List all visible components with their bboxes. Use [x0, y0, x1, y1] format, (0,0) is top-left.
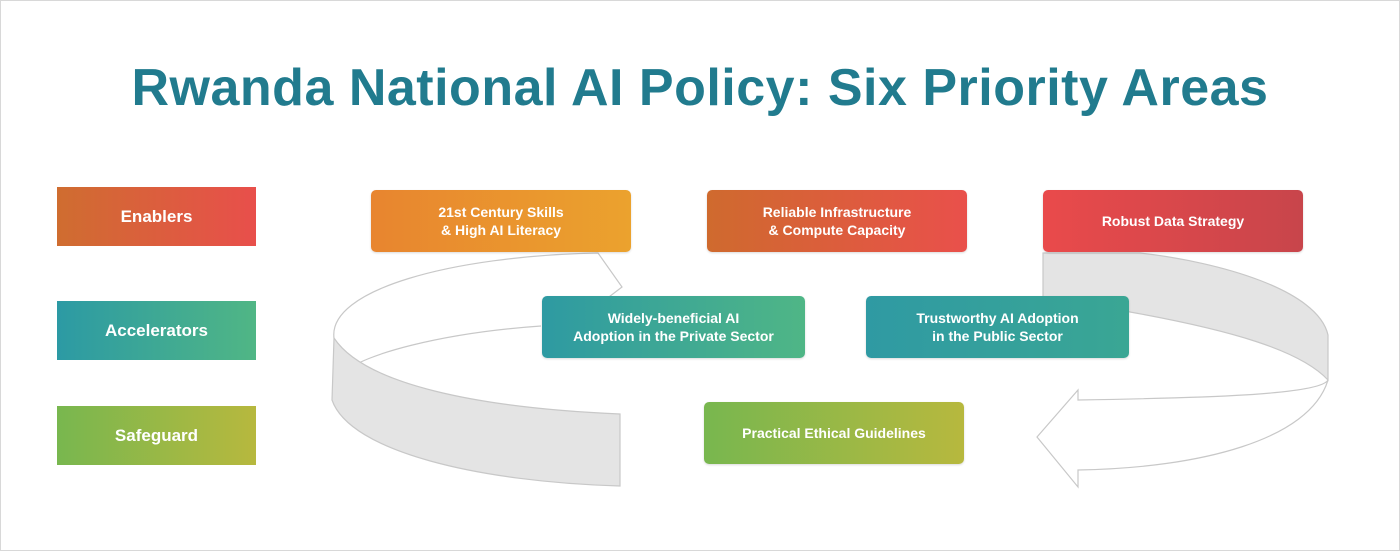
area-text: Reliable Infrastructure	[762, 204, 912, 220]
right-cycle-arrow	[1036, 252, 1329, 489]
legend-label: Enablers	[120, 206, 193, 226]
legend-accelerators: Accelerators	[57, 301, 256, 360]
area-text: in the Public Sector	[932, 328, 1063, 344]
area-ethics: Practical Ethical Guidelines	[704, 402, 964, 464]
area-text: Trustworthy AI Adoption	[916, 310, 1079, 326]
legend-label: Accelerators	[104, 320, 208, 340]
left-cycle-arrow	[331, 252, 623, 487]
legend-label: Safeguard	[114, 425, 199, 445]
area-private-sector: Widely-beneficial AI Adoption in the Priv…	[542, 296, 805, 358]
area-infrastructure: Reliable Infrastructure & Compute Capacit…	[707, 190, 967, 252]
area-public-sector: Trustworthy AI Adoption in the Public Sec…	[866, 296, 1129, 358]
legend-safeguard: Safeguard	[57, 406, 256, 465]
area-text: Practical Ethical Guidelines	[742, 425, 926, 441]
area-text: 21st Century Skills	[438, 204, 564, 220]
area-text: Widely-beneficial AI	[607, 310, 740, 326]
area-text: & Compute Capacity	[768, 222, 906, 238]
area-text: & High AI Literacy	[440, 222, 562, 238]
area-data: Robust Data Strategy	[1043, 190, 1303, 252]
area-text: Robust Data Strategy	[1101, 213, 1245, 229]
area-text: Adoption in the Private Sector	[573, 328, 774, 344]
page-title: Rwanda National AI Policy: Six Priority …	[131, 59, 1269, 117]
area-skills: 21st Century Skills & High AI Literacy	[371, 190, 631, 252]
legend-enablers: Enablers	[57, 187, 256, 246]
